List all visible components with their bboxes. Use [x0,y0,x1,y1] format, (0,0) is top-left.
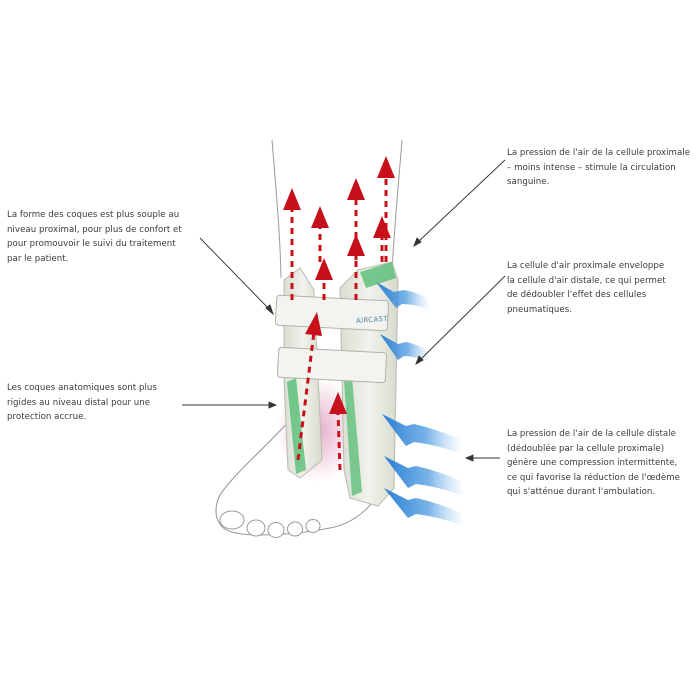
circulation-arrow [311,206,329,262]
annotation-proximal-pressure: La pression de l'air de la cellule proxi… [507,146,697,190]
annotation-anatomic-shells: Les coques anatomiques sont plus rigides… [7,381,187,425]
leader-lines [182,159,506,462]
annotation-line: (dédoublée par la cellule proximale) [507,443,665,454]
compression-arrow [382,414,462,454]
compression-arrow [384,488,464,526]
green-air-cell-left [287,378,306,474]
circulation-arrow [377,156,395,262]
compression-arrow [376,282,430,310]
annotation-proximal-cell: La cellule d'air proximale enveloppe la … [507,259,697,317]
circulation-arrow [296,312,322,461]
proximal-strap [274,294,390,332]
circulation-arrow [373,216,391,262]
leader-line-anatomic-shells [182,401,278,409]
leader-line-proximal-pressure [413,159,506,248]
annotation-line: La cellule d'air proximale enveloppe [507,261,665,271]
green-air-cell-right [360,262,396,288]
annotation-line: pneumatiques. [507,304,573,315]
compression-arrows [376,282,464,526]
annotation-line: pour promouvoir le suivi du traitement [7,239,176,250]
annotation-line: par le patient. [7,253,69,264]
leader-line-distal-pressure [464,454,500,462]
annotation-line: La pression de l'air de la cellule dista… [507,429,677,439]
toes [219,510,321,538]
compression-arrow [380,334,430,362]
annotation-line: niveau proximal, pour plus de confort et [7,224,182,235]
circulation-arrow [315,258,333,300]
brand-logo: AIRCAST [356,315,389,325]
annotation-line: La pression de l'air de la cellule proxi… [507,148,691,158]
annotation-line: protection accrue. [7,412,87,423]
annotation-shell-shape: La forme des coques est plus souple au n… [7,208,222,266]
annotation-line: – moins intense – stimule la circulation [507,162,676,173]
circulation-arrow [329,392,347,471]
distal-strap [276,346,388,384]
circulation-arrow [347,178,365,260]
circulation-arrow [283,188,301,300]
circulation-arrows [283,156,395,471]
annotation-line: génère une compression intermittente, [507,458,678,469]
annotation-line: de dédoubler l'effet des cellules [507,290,647,301]
circulation-arrow [347,234,365,300]
annotation-line: Les coques anatomiques sont plus [7,383,157,393]
annotation-line: la cellule d'air distale, ce qui permet [507,275,666,286]
annotation-line: rigides au niveau distal pour une [7,397,151,408]
annotation-distal-pressure: La pression de l'air de la cellule dista… [507,427,697,500]
leg-outline [271,139,403,279]
leader-line-proximal-cell [415,275,506,366]
leader-line-shell-shape [199,237,274,316]
compression-arrow [384,456,464,496]
annotation-line: sanguine. [507,177,550,188]
annotation-line: qui s'atténue durant l'ambulation. [507,487,656,498]
annotation-line: ce qui favorise la réduction de l'œdème [507,472,681,483]
green-air-cell-distal [344,378,362,496]
annotation-line: La forme des coques est plus souple au [7,210,180,220]
